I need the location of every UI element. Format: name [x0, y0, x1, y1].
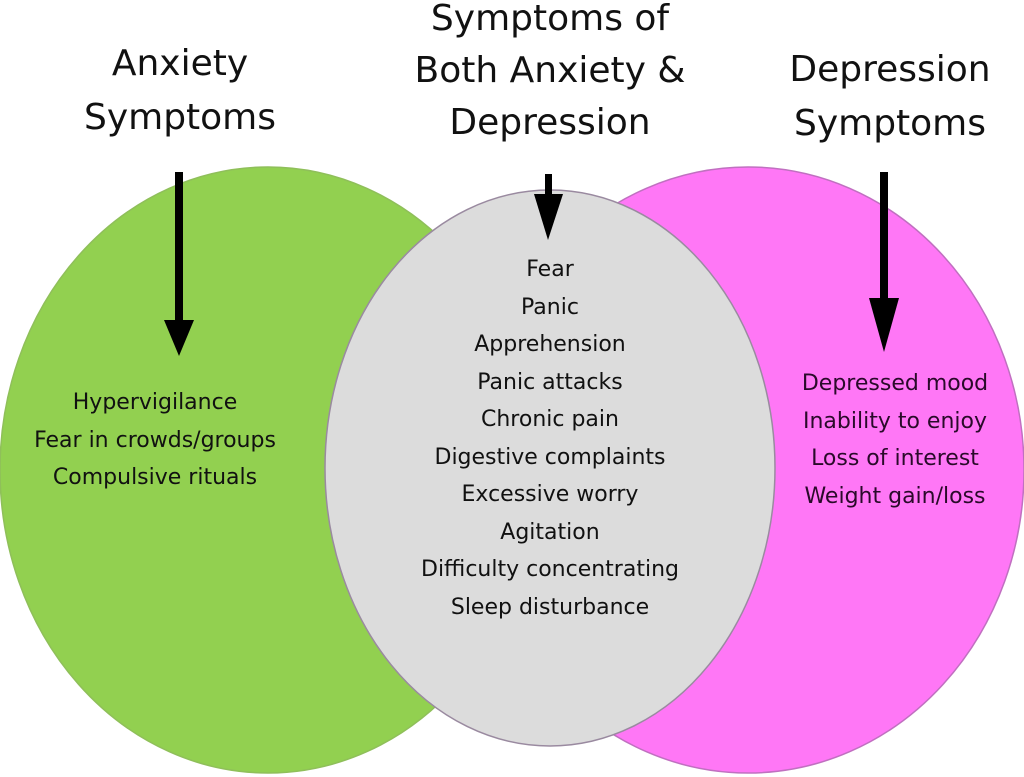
- list-item: Difficulty concentrating: [421, 557, 679, 582]
- list-item: Loss of interest: [811, 446, 979, 471]
- both-arrow-icon: [534, 174, 563, 240]
- list-item: Chronic pain: [481, 407, 619, 432]
- list-item: Compulsive rituals: [52, 465, 258, 490]
- list-item: Hypervigilance: [72, 390, 238, 415]
- both-title-line: Depression: [449, 102, 651, 144]
- list-item: Panic attacks: [477, 369, 623, 395]
- list-item: Excessive worry: [461, 482, 639, 507]
- anxiety-symptom-list: Hypervigilance Fear in crowds/groups Com…: [5, 384, 305, 497]
- depression-title: Depression Symptoms: [760, 43, 1020, 151]
- anxiety-arrow-icon: [164, 172, 194, 356]
- list-item: Digestive complaints: [434, 444, 666, 470]
- both-title-line: Both Anxiety &: [414, 50, 686, 92]
- anxiety-title: Anxiety Symptoms: [60, 37, 300, 145]
- depression-title-line: Symptoms: [793, 103, 987, 144]
- both-title-line: Symptoms of: [430, 0, 670, 39]
- list-item: Agitation: [500, 519, 600, 545]
- list-item: Sleep disturbance: [450, 594, 650, 620]
- list-item: Panic: [521, 294, 579, 320]
- list-item: Fear in crowds/groups: [34, 427, 276, 453]
- anxiety-title-line: Anxiety: [111, 43, 249, 84]
- list-item: Inability to enjoy: [802, 408, 987, 434]
- list-item: Fear: [526, 257, 574, 282]
- depression-arrow-icon: [869, 172, 899, 352]
- list-item: Weight gain/loss: [804, 483, 986, 509]
- list-item: Apprehension: [474, 332, 626, 357]
- depression-title-line: Depression: [789, 49, 991, 90]
- anxiety-title-line: Symptoms: [83, 97, 277, 138]
- list-item: Depressed mood: [801, 371, 989, 396]
- depression-symptom-list: Depressed mood Inability to enjoy Loss o…: [775, 365, 1015, 515]
- both-title: Symptoms of Both Anxiety & Depression: [380, 0, 720, 150]
- both-symptom-list: Fear Panic Apprehension Panic attacks Ch…: [390, 251, 710, 626]
